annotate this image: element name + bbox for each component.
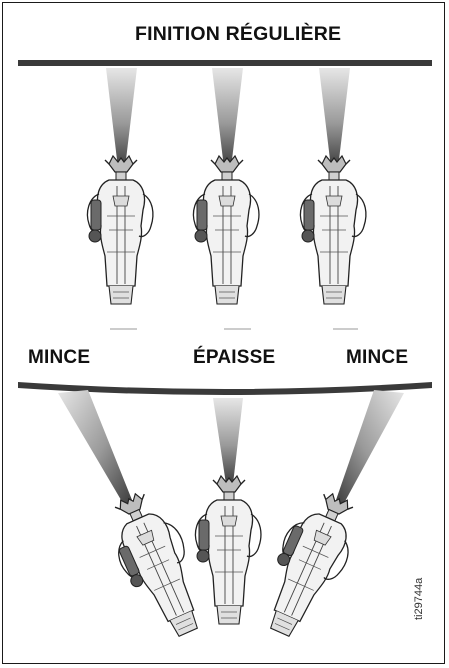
spray-gun-bottom-center bbox=[194, 475, 262, 625]
spray-gun-bottom-right bbox=[248, 482, 370, 646]
label-thin-right: MINCE bbox=[346, 347, 409, 368]
spray-gun-top-center bbox=[192, 155, 260, 305]
spray-gun-top-right bbox=[299, 155, 367, 305]
label-thick-center: ÉPAISSE bbox=[193, 347, 276, 368]
top-surface-line bbox=[18, 60, 432, 66]
spray-gun-top-left bbox=[86, 155, 154, 305]
bottom-surface-line bbox=[18, 382, 432, 395]
spray-gun-bottom-left bbox=[96, 483, 219, 647]
figure-reference-code: ti29744a bbox=[413, 577, 425, 620]
spray-fan-bottom-right bbox=[336, 390, 404, 505]
figure-title: FINITION RÉGULIÈRE bbox=[135, 23, 342, 45]
spray-fan-top-left bbox=[106, 68, 137, 168]
spray-fan-bottom-left bbox=[58, 390, 132, 505]
label-thin-left: MINCE bbox=[28, 347, 91, 368]
spray-fan-top-center bbox=[212, 68, 243, 168]
spray-fan-bottom-center bbox=[213, 398, 243, 484]
spray-fan-top-right bbox=[319, 68, 350, 168]
